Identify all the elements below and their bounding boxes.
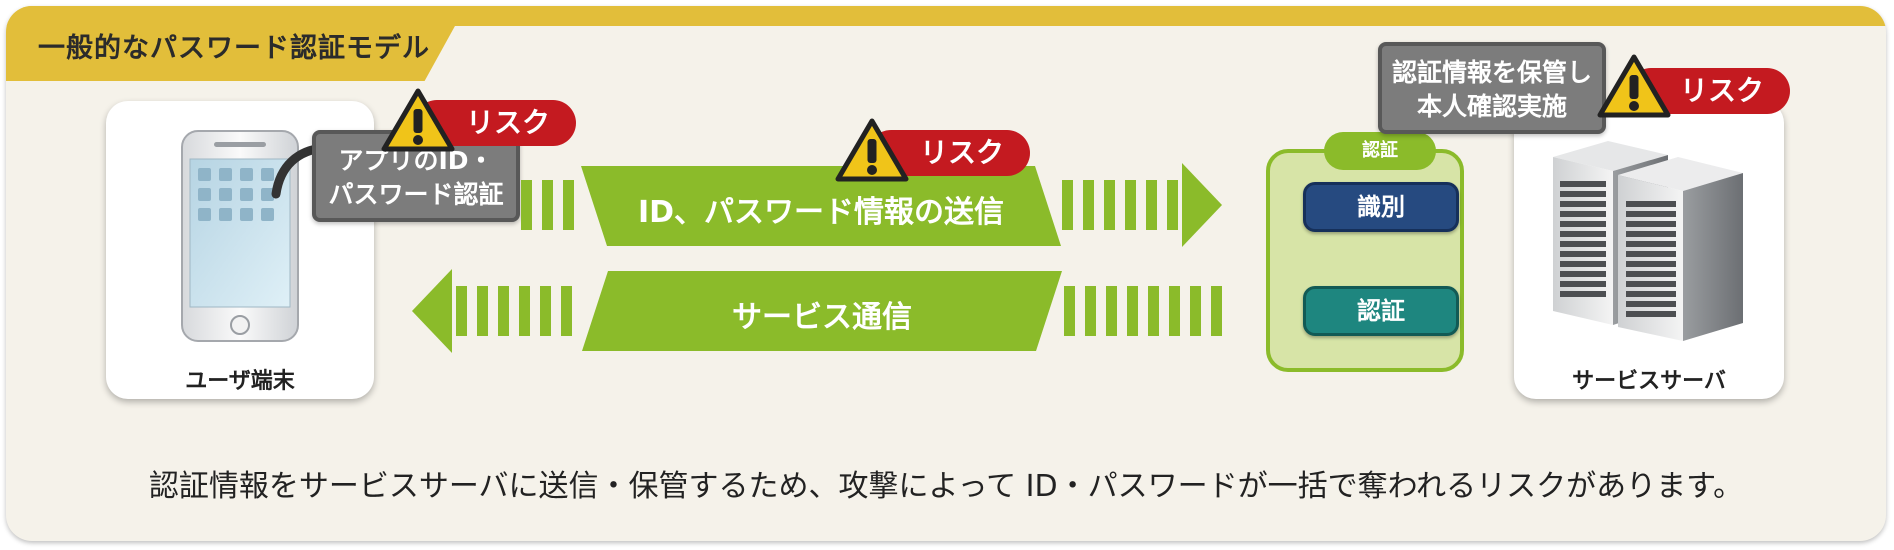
arrow-left-icon: [412, 269, 452, 353]
authentication-tag: 認証: [1324, 132, 1436, 170]
send-flow-label: ID、パスワード情報の送信: [637, 195, 1005, 230]
send-flow-stripes-left: [521, 180, 581, 230]
authenticate-button: 認証: [1303, 286, 1459, 336]
user-callout-line2: パスワード認証: [328, 180, 504, 209]
warning-icon: [381, 88, 455, 152]
footer-description: 認証情報をサービスサーバに送信・保管するため、攻撃によって ID・パスワードが一…: [148, 469, 1744, 504]
server-callout: 認証情報を保管し 本人確認実施: [1378, 42, 1606, 134]
service-flow-stripes-left: [456, 286, 582, 336]
smartphone-icon: [181, 130, 299, 342]
risk-label: リスク: [919, 136, 1004, 169]
server-rack-icon: [1553, 141, 1743, 341]
arrow-right-icon: [1182, 163, 1222, 247]
server-label: サービスサーバ: [1572, 369, 1726, 394]
service-flow-stripes-right: [1064, 286, 1224, 336]
warning-icon: [1597, 54, 1671, 118]
service-flow-label: サービス通信: [732, 300, 912, 335]
risk-badge-device: リスク: [414, 100, 576, 146]
identify-button: 識別: [1303, 182, 1459, 232]
title-bar-strip: [6, 6, 1886, 26]
risk-label: リスク: [1679, 74, 1764, 107]
service-flow-band: [582, 271, 1062, 351]
warning-icon: [835, 118, 909, 182]
server-callout-line2: 本人確認実施: [1416, 92, 1567, 121]
title-tab: [6, 6, 466, 81]
user-device-card: ユーザ端末: [106, 101, 374, 399]
diagram-frame: 一般的なパスワード認証モデル: [6, 6, 1886, 541]
risk-label: リスク: [465, 106, 550, 139]
send-flow-stripes-right: [1062, 180, 1178, 230]
user-device-label: ユーザ端末: [185, 369, 295, 394]
diagram-title: 一般的なパスワード認証モデル: [38, 33, 430, 64]
send-flow-band: [581, 166, 1061, 246]
server-card: サービスサーバ: [1514, 101, 1784, 399]
server-callout-line1: 認証情報を保管し: [1391, 58, 1592, 87]
